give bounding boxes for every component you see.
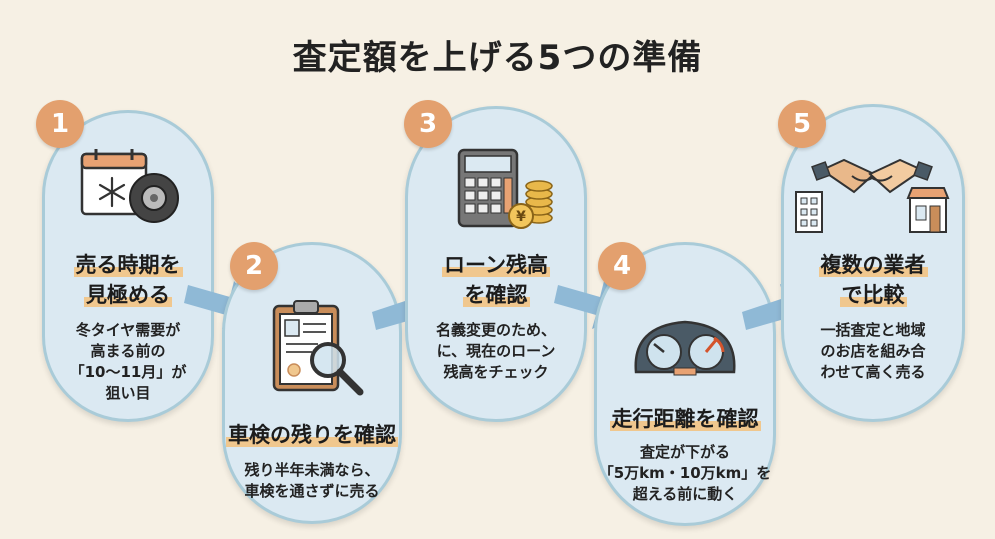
step-desc-1: 冬タイヤ需要が 高まる前の 「10〜11月」が 狙い目 <box>69 321 187 402</box>
step-desc-2: 残り半年未満なら、 車検を通さずに売る <box>244 461 380 500</box>
step-badge-3: 3 <box>404 100 452 148</box>
step-badge-5: 5 <box>778 100 826 148</box>
svg-text:¥: ¥ <box>516 209 526 225</box>
step-heading-2: 車検の残りを確認 <box>226 423 398 447</box>
step-heading-4: 走行距離を確認 <box>609 407 761 431</box>
step-heading-1: 売る時期を 見極める <box>73 253 183 307</box>
speedometer-icon <box>634 320 736 376</box>
step-desc-4: 査定が下がる 「5万km・10万km」を 超える前に動く <box>598 443 772 503</box>
clipboard-magnifier-icon <box>272 300 364 396</box>
step-badge-1: 1 <box>36 100 84 148</box>
page-title: 査定額を上げる5つの準備 <box>292 38 703 78</box>
step-heading-5: 複数の業者 で比較 <box>818 253 928 307</box>
step-heading-3: ローン残高 を確認 <box>442 253 550 307</box>
step-desc-3: 名義変更のため、 に、現在のローン 残高をチェック <box>435 321 556 381</box>
calculator-coins-icon: ¥ <box>457 148 553 229</box>
step-badge-4: 4 <box>598 242 646 290</box>
step-desc-5: 一括査定と地域 のお店を組み合 わせて高く売る <box>820 321 926 381</box>
handshake-buildings-icon <box>795 158 950 233</box>
step-badge-2: 2 <box>230 242 278 290</box>
calendar-snowflake-tire-icon <box>80 149 179 223</box>
